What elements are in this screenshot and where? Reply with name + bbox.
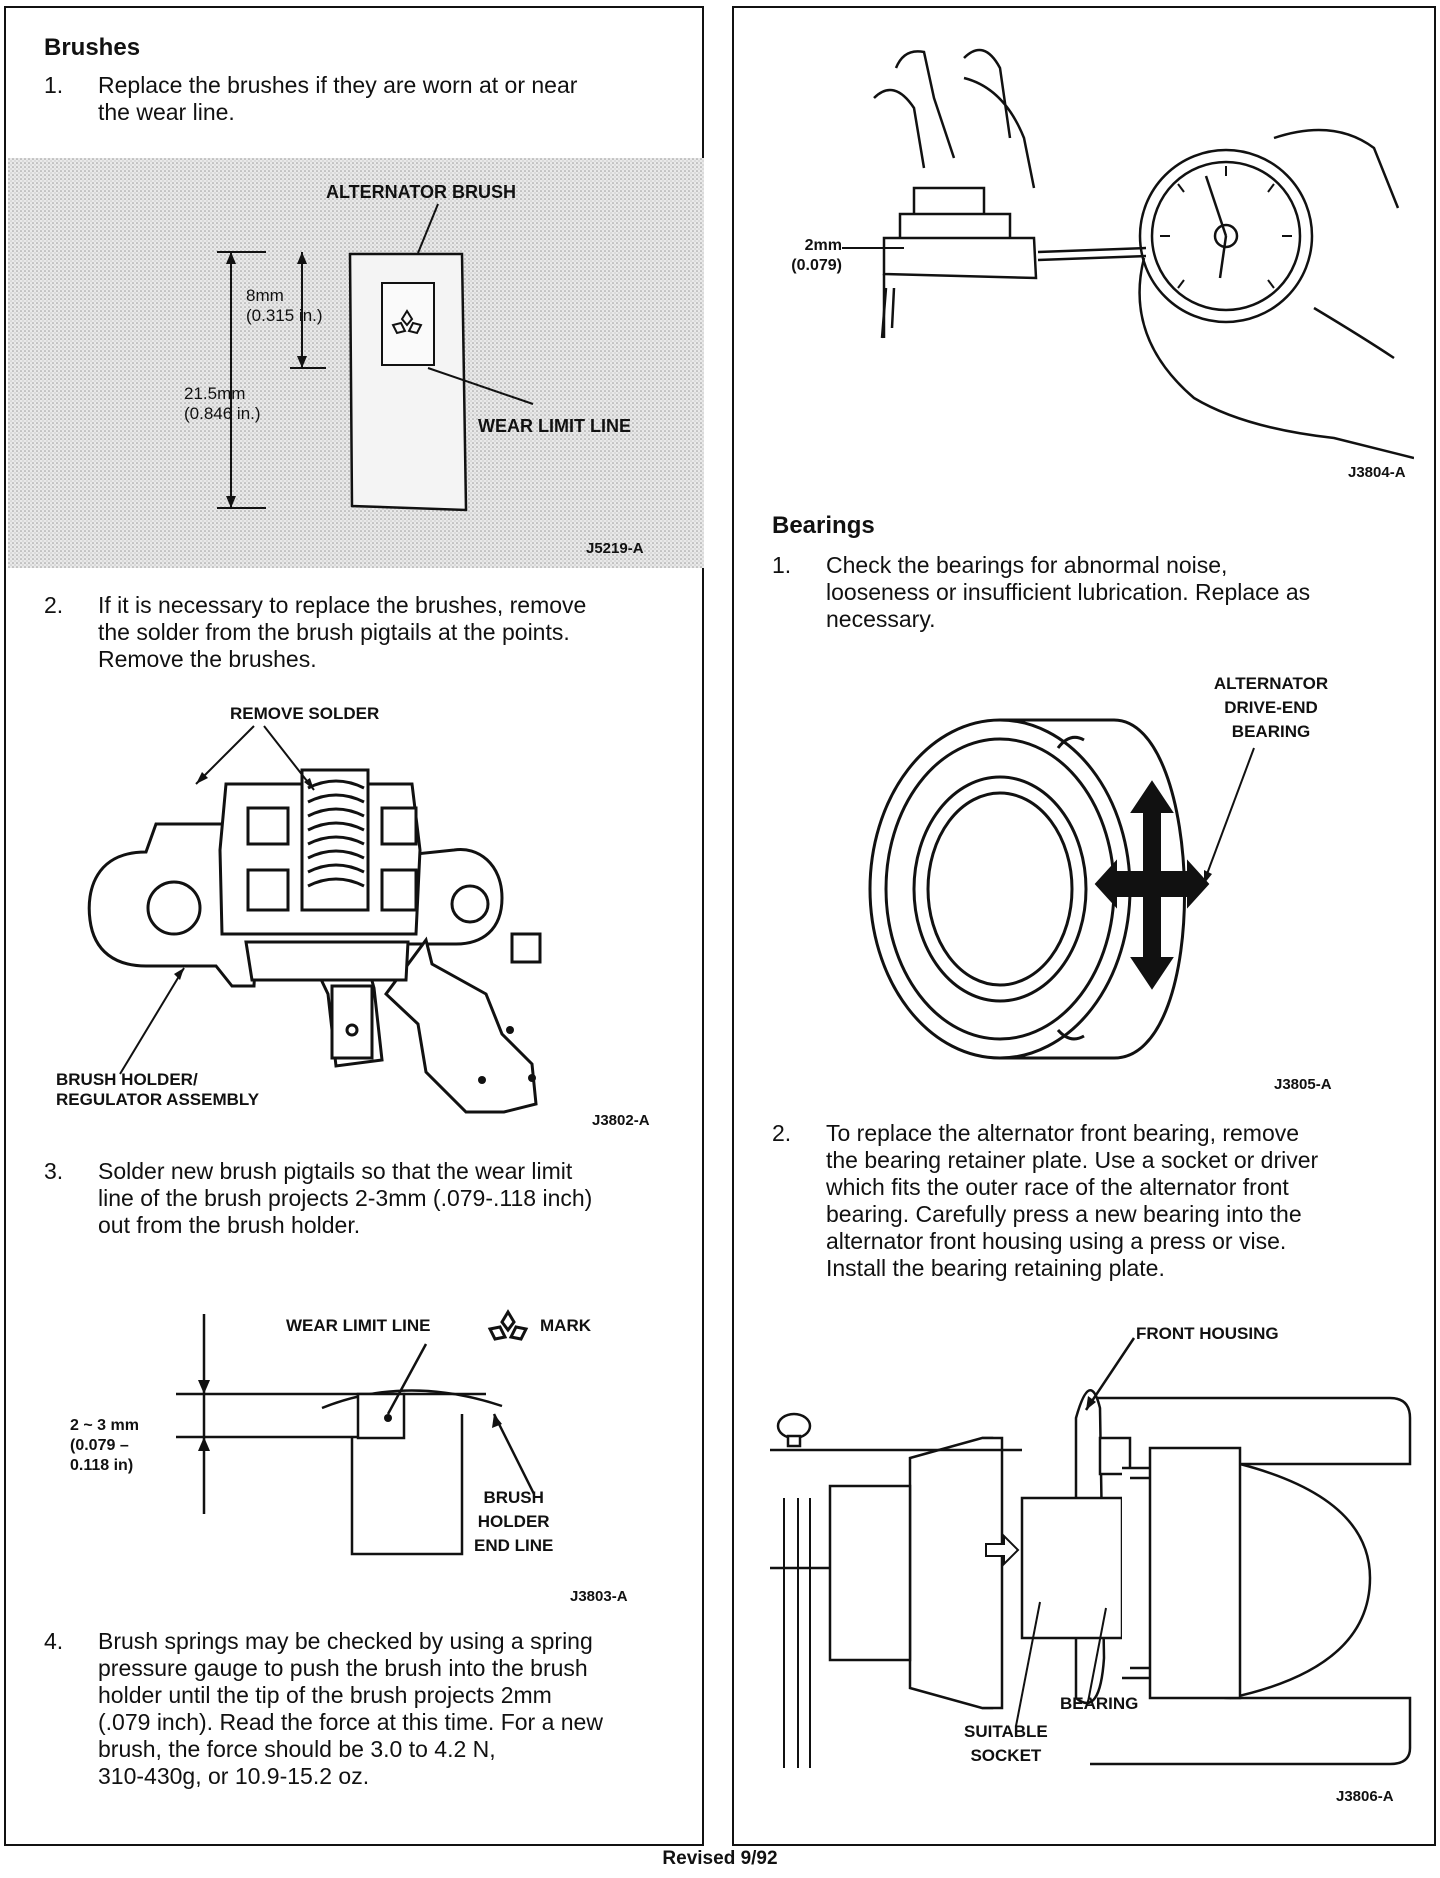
dimension-line: (0.079 – <box>70 1437 129 1454</box>
step-line: which fits the outer race of the alterna… <box>826 1174 1289 1200</box>
step-line: the wear line. <box>98 99 235 125</box>
label-brush-holder: BRUSH HOLDER/ REGULATOR ASSEMBLY <box>56 1070 259 1110</box>
bearings-step-2: 2. To replace the alternator front beari… <box>772 1120 1422 1288</box>
figure-id: J3802-A <box>592 1112 650 1129</box>
dimension-line: (0.079) <box>791 257 842 274</box>
step-line: necessary. <box>826 606 936 632</box>
dimension-21-5mm: 21.5mm (0.846 in.) <box>184 384 261 424</box>
step-line: out from the brush holder. <box>98 1212 361 1238</box>
brushes-heading: Brushes <box>44 34 141 61</box>
label-wear-limit-line: WEAR LIMIT LINE <box>478 416 631 436</box>
dimension-line: (0.846 in.) <box>184 404 261 423</box>
step-line: Remove the brushes. <box>98 646 317 672</box>
label-line: BEARING <box>1231 722 1311 741</box>
dimension-line: 0.118 in) <box>70 1457 134 1474</box>
dimension-2mm: 2mm (0.079) <box>774 236 842 276</box>
step-number: 4. <box>44 1628 64 1654</box>
step-line: (.079 inch). Read the force at this time… <box>98 1709 603 1735</box>
bearings-step-1: 1. Check the bearings for abnormal noise… <box>772 552 1422 636</box>
label-mark: MARK <box>540 1316 591 1335</box>
brushes-step-3: 3. Solder new brush pigtails so that the… <box>44 1158 684 1242</box>
figure-id: J3803-A <box>570 1588 628 1605</box>
left-column: Brushes 1. Replace the brushes if they a… <box>4 6 704 1846</box>
step-line: line of the brush projects 2-3mm (.079-.… <box>98 1185 593 1211</box>
step-line: pressure gauge to push the brush into th… <box>98 1655 588 1681</box>
label-line: END LINE <box>474 1536 554 1555</box>
step-line: the solder from the brush pigtails at th… <box>98 619 570 645</box>
label-line: ALTERNATOR <box>1213 674 1329 693</box>
bearings-heading: Bearings <box>772 512 875 539</box>
right-column: 2mm (0.079) J3804-A Bearings 1. Check th… <box>732 6 1436 1846</box>
label-line: REGULATOR ASSEMBLY <box>56 1090 260 1109</box>
brushes-step-2: 2. If it is necessary to replace the bru… <box>44 592 684 676</box>
label-line: DRIVE-END <box>1224 698 1318 717</box>
label-line: SOCKET <box>970 1746 1042 1765</box>
dimension-line: 2 ~ 3 mm <box>70 1417 139 1434</box>
dimension-line: 8mm <box>246 286 284 305</box>
dimension-line: (0.315 in.) <box>246 306 323 325</box>
figure-brush-holder: REMOVE SOLDER BRUSH HOLDER/ REGULATOR AS… <box>46 704 686 1140</box>
step-line: To replace the alternator front bearing,… <box>826 1120 1300 1146</box>
step-number: 3. <box>44 1158 64 1184</box>
dimension-line: 21.5mm <box>184 384 246 403</box>
step-number: 1. <box>772 552 792 578</box>
step-line: If it is necessary to replace the brushe… <box>98 592 587 618</box>
figure-id: J5219-A <box>586 540 644 557</box>
figure-bearing-press: FRONT HOUSING BEARING SUITABLE SOCKET J3… <box>770 1318 1420 1818</box>
label-front-housing: FRONT HOUSING <box>1136 1324 1279 1343</box>
figure-id: J3804-A <box>1348 464 1406 481</box>
bearing-press-diagram <box>770 1337 1412 1768</box>
dimension-line: 2mm <box>804 237 842 254</box>
wear-limit-diagram <box>176 1309 536 1556</box>
step-line: Install the bearing retaining plate. <box>826 1255 1165 1281</box>
step-line: Brush springs may be checked by using a … <box>98 1628 593 1654</box>
brushes-step-1: 1. Replace the brushes if they are worn … <box>44 72 684 128</box>
revision-footer: Revised 9/92 <box>662 1848 778 1869</box>
step-line: 310-430g, or 10.9-15.2 oz. <box>98 1763 370 1789</box>
step-number: 2. <box>44 592 64 618</box>
step-line: Replace the brushes if they are worn at … <box>98 72 578 98</box>
brush-wear-diagram <box>8 158 704 568</box>
step-line: bearing. Carefully press a new bearing i… <box>826 1201 1302 1227</box>
step-line: alternator front housing using a press o… <box>826 1228 1287 1254</box>
figure-alternator-brush: ALTERNATOR BRUSH 8mm (0.315 in.) 21.5mm … <box>8 158 704 568</box>
label-line: SUITABLE <box>964 1722 1048 1741</box>
figure-spring-gauge: 2mm (0.079) J3804-A <box>774 38 1415 484</box>
figure-drive-end-bearing: ALTERNATOR DRIVE-END BEARING J3805-A <box>814 672 1414 1102</box>
label-line: HOLDER <box>477 1512 550 1531</box>
spring-gauge-diagram <box>842 48 1415 460</box>
label-bearing: BEARING <box>1060 1694 1139 1713</box>
brush-holder-diagram <box>87 725 542 1114</box>
step-line: Solder new brush pigtails so that the we… <box>98 1158 573 1184</box>
figure-id: J3806-A <box>1336 1788 1394 1805</box>
step-line: Check the bearings for abnormal noise, <box>826 552 1228 578</box>
label-drive-end-bearing: ALTERNATOR DRIVE-END BEARING <box>1186 672 1356 744</box>
label-line: BRUSH HOLDER/ <box>56 1070 198 1089</box>
label-remove-solder: REMOVE SOLDER <box>230 704 380 723</box>
step-number: 2. <box>772 1120 792 1146</box>
step-line: brush, the force should be 3.0 to 4.2 N, <box>98 1736 496 1762</box>
step-line: looseness or insufficient lubrication. R… <box>826 579 1311 605</box>
figure-id: J3805-A <box>1274 1076 1332 1093</box>
label-alternator-brush: ALTERNATOR BRUSH <box>326 182 516 202</box>
label-brush-holder-end-line: BRUSH HOLDER END LINE <box>474 1486 553 1558</box>
label-line: BRUSH <box>483 1488 544 1507</box>
bearing-diagram <box>868 718 1255 1060</box>
dimension-8mm: 8mm (0.315 in.) <box>246 286 323 326</box>
step-line: the bearing retainer plate. Use a socket… <box>826 1147 1319 1173</box>
label-wear-limit-line: WEAR LIMIT LINE <box>286 1316 431 1335</box>
brushes-step-4: 4. Brush springs may be checked by using… <box>44 1628 684 1796</box>
figure-wear-limit-projection: WEAR LIMIT LINE MARK 2 ~ 3 mm (0.079 – 0… <box>46 1294 686 1614</box>
step-line: holder until the tip of the brush projec… <box>98 1682 552 1708</box>
label-suitable-socket: SUITABLE SOCKET <box>964 1720 1048 1768</box>
dimension-2-3mm: 2 ~ 3 mm (0.079 – 0.118 in) <box>70 1416 139 1476</box>
step-number: 1. <box>44 72 64 98</box>
